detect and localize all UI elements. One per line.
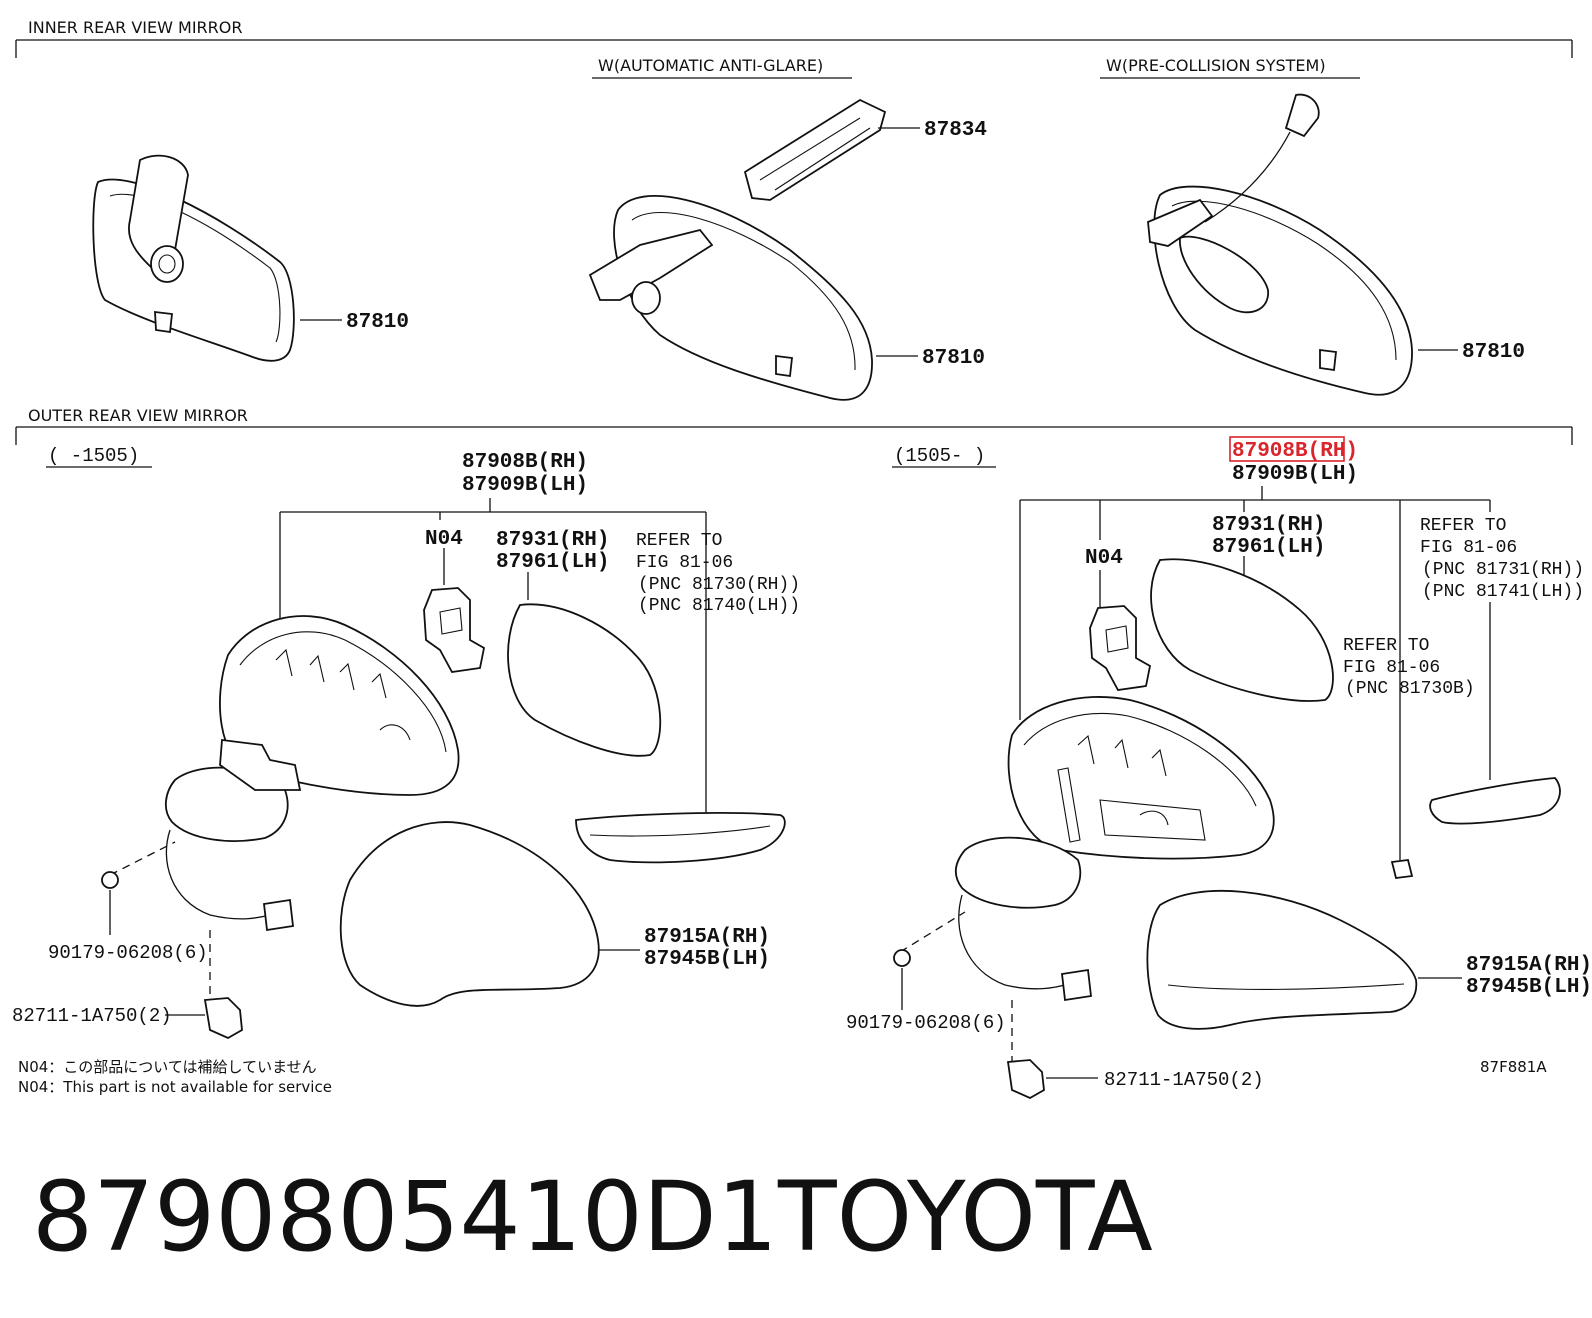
- note-en: N04：This part is not available for servi…: [18, 1078, 332, 1096]
- label-mirror-lh-left: 87961(LH): [496, 551, 609, 574]
- caption-part-number: 8790805410D1: [32, 1161, 778, 1273]
- refer-left-2: FIG 81-06: [636, 553, 733, 573]
- outer-section-frame: [15, 426, 1573, 445]
- leader-lines-right: [1019, 486, 1491, 860]
- label-87810-c: 87810: [1462, 341, 1525, 364]
- refer-right-a1: REFER TO: [1420, 516, 1506, 536]
- label-cover-rh-right: 87915A(RH): [1466, 954, 1592, 977]
- variant-label-anti-glare: W(AUTOMATIC ANTI-GLARE): [598, 56, 823, 75]
- variant-label-pre-collision: W(PRE-COLLISION SYSTEM): [1106, 56, 1326, 75]
- inner-section-frame: [15, 39, 1573, 58]
- outer-section-title: OUTER REAR VIEW MIRROR: [28, 406, 248, 425]
- refer-right-a2: FIG 81-06: [1420, 538, 1517, 558]
- refer-left-3: (PNC 81730(RH)): [638, 575, 800, 595]
- label-connector-right: 82711-1A750(2): [1104, 1069, 1264, 1091]
- label-n04-right: N04: [1085, 547, 1123, 570]
- label-87810-b: 87810: [922, 347, 985, 370]
- outer-mirror-right: [893, 558, 1561, 1100]
- inner-mirror-anti-glare: [588, 98, 920, 401]
- label-87810-a: 87810: [346, 311, 409, 334]
- inner-mirror-pre-collision: [1147, 93, 1458, 396]
- label-assy-lh-right: 87909B(LH): [1232, 463, 1358, 486]
- label-clip-left: 90179-06208(6): [48, 942, 208, 964]
- refer-right-a3: (PNC 81731(RH)): [1422, 560, 1584, 580]
- outer-mirror-left: [101, 587, 786, 1040]
- label-mirror-lh-right: 87961(LH): [1212, 536, 1325, 559]
- label-assy-rh-left: 87908B(RH): [462, 451, 588, 474]
- date-range-left: ( -1505): [48, 445, 139, 467]
- figure-code: 87F881A: [1480, 1058, 1547, 1076]
- label-cover-lh-left: 87945B(LH): [644, 948, 770, 971]
- inner-mirror-basic: [92, 154, 342, 362]
- label-cover-rh-left: 87915A(RH): [644, 926, 770, 949]
- refer-right-a4: (PNC 81741(LH)): [1422, 582, 1584, 602]
- label-n04-left: N04: [425, 528, 463, 551]
- caption-brand: TOYOTA: [777, 1161, 1153, 1273]
- highlight-box: [1229, 436, 1345, 462]
- refer-right-b3: (PNC 81730B): [1345, 679, 1475, 699]
- refer-left-4: (PNC 81740(LH)): [638, 596, 800, 616]
- date-range-right: (1505- ): [894, 445, 985, 467]
- inner-section-title: INNER REAR VIEW MIRROR: [28, 18, 243, 37]
- label-mirror-rh-right: 87931(RH): [1212, 514, 1325, 537]
- refer-right-b1: REFER TO: [1343, 636, 1429, 656]
- label-connector-left: 82711-1A750(2): [12, 1005, 172, 1027]
- label-clip-right: 90179-06208(6): [846, 1012, 1006, 1034]
- label-assy-lh-left: 87909B(LH): [462, 474, 588, 497]
- label-assy-rh-right-highlighted: 87908B(RH): [1232, 440, 1358, 463]
- note-jp: N04：この部品については補給していません: [18, 1058, 317, 1076]
- label-cover-lh-right: 87945B(LH): [1466, 976, 1592, 999]
- refer-left-1: REFER TO: [636, 531, 722, 551]
- label-87834: 87834: [924, 119, 987, 142]
- leader-lines-left: [279, 498, 707, 815]
- label-mirror-rh-left: 87931(RH): [496, 529, 609, 552]
- refer-right-b2: FIG 81-06: [1343, 658, 1440, 678]
